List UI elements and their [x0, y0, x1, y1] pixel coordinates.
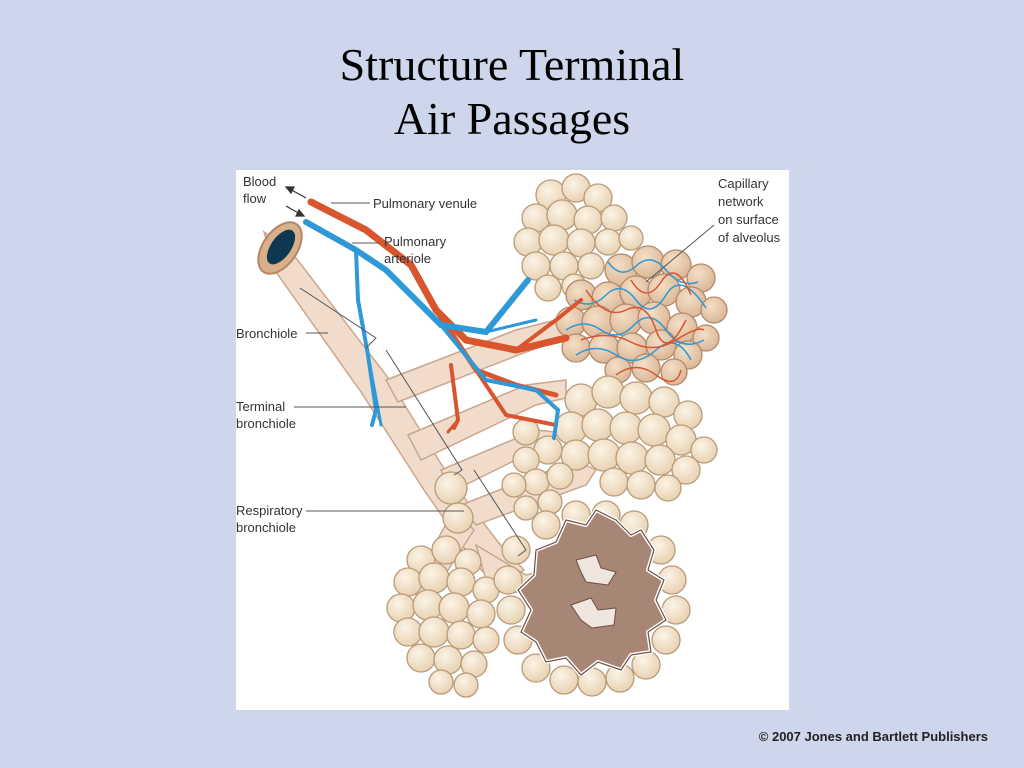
label-terminal-bronchiole: Terminal bronchiole	[236, 399, 296, 431]
air-passages-diagram: Blood flow Pulmonary venule Pulmonary ar…	[236, 170, 789, 710]
title-line-2: Air Passages	[393, 93, 631, 144]
alveolar-cluster-middle	[501, 375, 718, 521]
label-capillary-network: Capillary network on surface of alveolus	[718, 176, 781, 245]
blood-flow-arrows	[284, 186, 307, 217]
capillary-mesh	[565, 259, 707, 383]
alveolar-cluster-bottom-left	[386, 471, 500, 698]
slide-title: Structure Terminal Air Passages	[0, 38, 1024, 146]
pulmonary-arteriole-vessels	[303, 219, 561, 440]
copyright-notice: © 2007 Jones and Bartlett Publishers	[758, 729, 988, 744]
label-bronchiole: Bronchiole	[236, 326, 298, 341]
alveolar-cluster-top	[513, 173, 644, 302]
diagram-svg	[257, 173, 728, 698]
label-blood-flow: Blood flow	[243, 174, 277, 206]
label-respiratory-bronchiole: Respiratory bronchiole	[236, 503, 303, 535]
title-line-1: Structure Terminal	[339, 39, 685, 90]
bronchiole-opening	[257, 221, 303, 275]
label-pulmonary-venule: Pulmonary venule	[373, 196, 478, 211]
leader-lines	[294, 202, 715, 557]
alveolar-cluster-bottom-right	[493, 500, 691, 697]
capillary-cluster	[555, 245, 728, 386]
alveolar-sac-cross-section	[516, 508, 668, 677]
label-pulmonary-arteriole: Pulmonary arteriole	[384, 234, 447, 266]
